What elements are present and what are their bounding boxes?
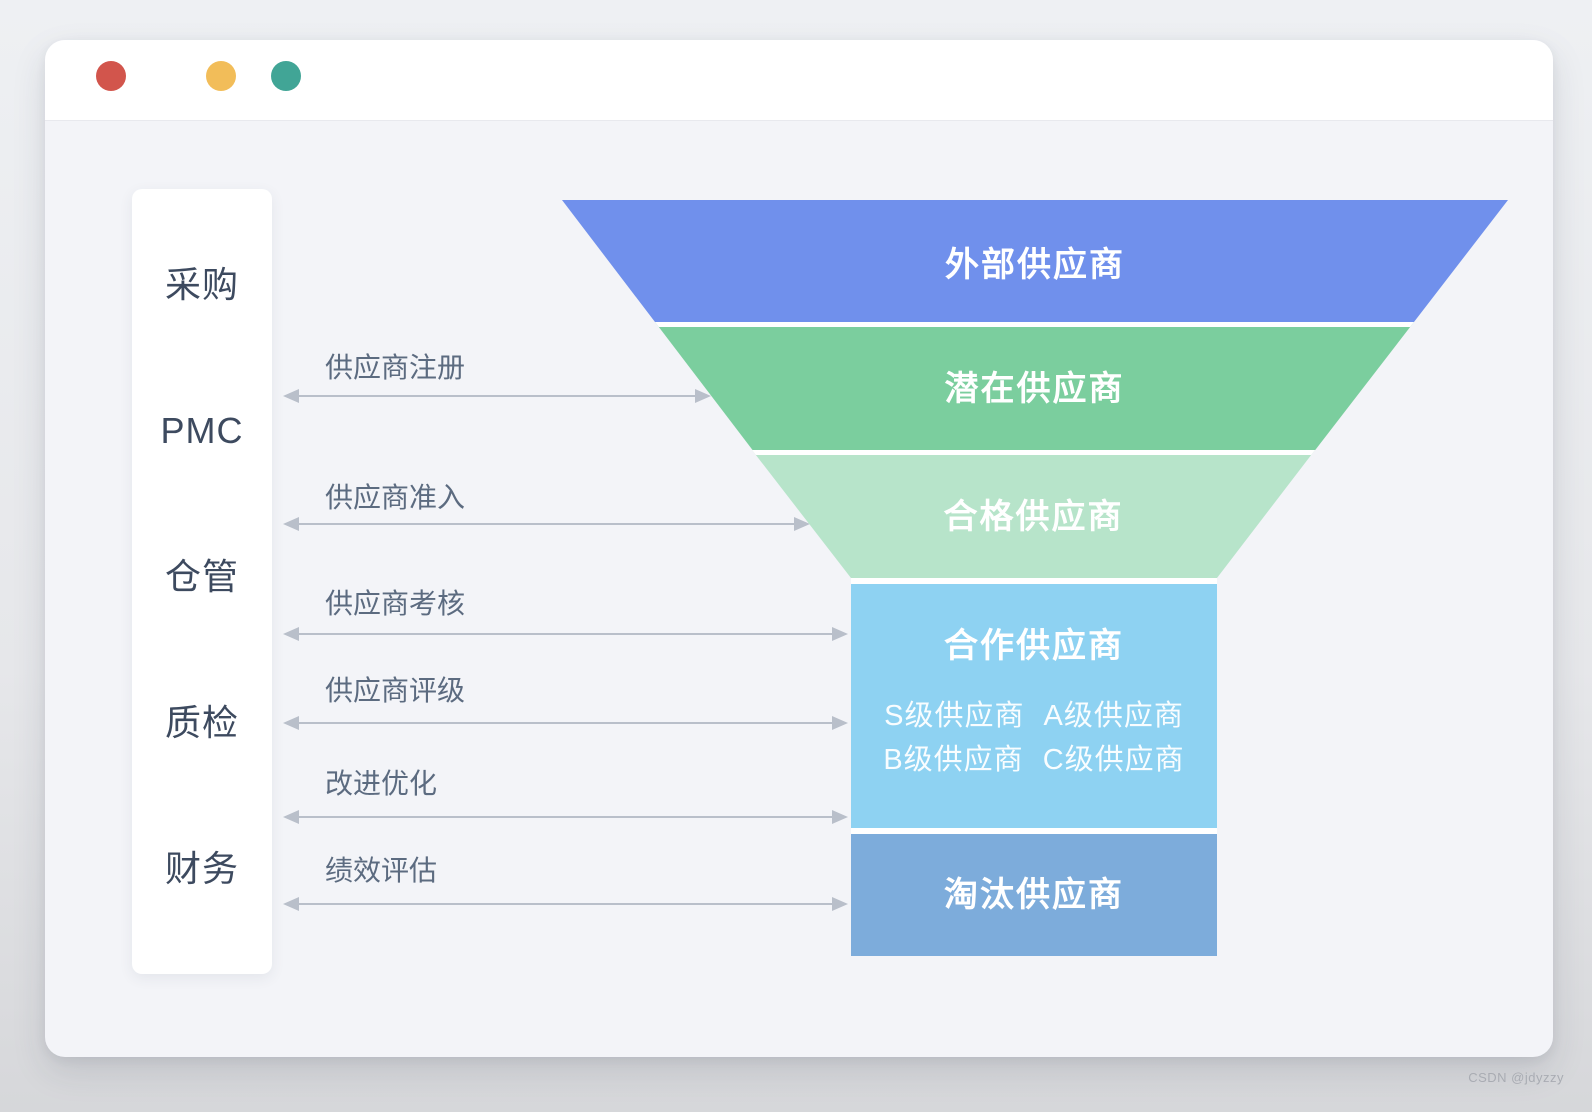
sidebar-item-warehouse: 仓管 <box>164 556 239 597</box>
watermark: CSDN @jdyzzy <box>1468 1070 1564 1085</box>
funnel-level-label: 淘汰供应商 <box>944 876 1124 914</box>
funnel-level-qualified-suppliers: 合格供应商 <box>752 450 1315 578</box>
funnel-level-label: 合作供应商 <box>944 627 1124 665</box>
window-body: 采购 PMC 仓管 质检 财务 供应商注册 供应商准入 供应商考核 供应商评级 … <box>45 121 1553 1057</box>
sidebar-item-purchasing: 采购 <box>164 264 239 305</box>
process-label-rating: 供应商评级 <box>325 675 466 706</box>
process-label-assessment: 供应商考核 <box>325 588 466 619</box>
window-minimize-button[interactable] <box>206 61 236 91</box>
double-arrow-improvement <box>283 810 848 824</box>
window-titlebar <box>45 40 1553 121</box>
double-arrow-admission <box>283 517 810 531</box>
window-zoom-button[interactable] <box>271 61 301 91</box>
process-label-improvement: 改进优化 <box>325 768 438 799</box>
funnel-level-eliminated-suppliers: 淘汰供应商 <box>851 828 1217 956</box>
funnel-sub-grades-sa: S级供应商 A级供应商 <box>884 700 1184 732</box>
double-arrow-assessment <box>283 627 848 641</box>
process-label-performance: 绩效评估 <box>325 855 438 886</box>
process-label-admission: 供应商准入 <box>325 482 466 513</box>
app-window: 采购 PMC 仓管 质检 财务 供应商注册 供应商准入 供应商考核 供应商评级 … <box>45 40 1553 1057</box>
sidebar-item-pmc: PMC <box>160 410 244 451</box>
double-arrow-registration <box>283 389 711 403</box>
process-label-registration: 供应商注册 <box>325 352 466 383</box>
funnel-level-external-suppliers: 外部供应商 <box>562 200 1508 322</box>
department-sidebar: 采购 PMC 仓管 质检 财务 <box>132 189 272 974</box>
double-arrow-performance <box>283 897 848 911</box>
funnel-sub-grades-bc: B级供应商 C级供应商 <box>883 744 1185 776</box>
funnel-level-cooperative-suppliers: 合作供应商 S级供应商 A级供应商 B级供应商 C级供应商 <box>851 578 1217 828</box>
sidebar-item-finance: 财务 <box>164 848 239 889</box>
double-arrow-rating <box>283 716 848 730</box>
window-close-button[interactable] <box>96 61 126 91</box>
sidebar-item-quality: 质检 <box>164 702 239 743</box>
funnel-level-label: 合格供应商 <box>943 497 1124 536</box>
funnel-level-potential-suppliers: 潜在供应商 <box>655 322 1414 450</box>
funnel-level-label: 潜在供应商 <box>944 369 1125 408</box>
funnel-level-label: 外部供应商 <box>945 246 1125 284</box>
